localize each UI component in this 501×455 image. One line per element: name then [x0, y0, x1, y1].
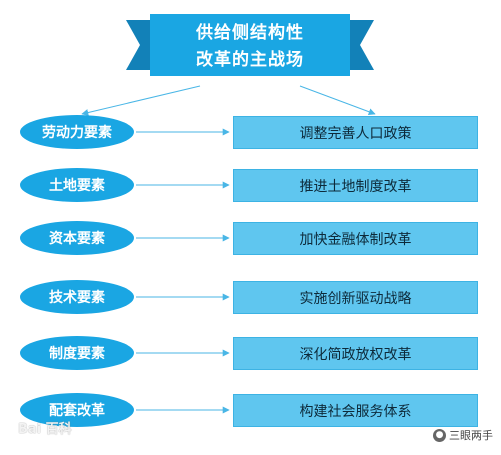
banner-title: 供给侧结构性 改革的主战场 — [160, 20, 340, 74]
banner-arrow-right — [299, 85, 376, 116]
banner-arrow-left — [81, 85, 201, 116]
watermark-author-text: 三眼两手 — [449, 429, 493, 442]
factor-supporting-reform: 配套改革 — [20, 393, 134, 427]
title-banner — [126, 14, 374, 76]
wechat-icon: ● — [433, 428, 446, 442]
factor-institution: 制度要素 — [20, 336, 134, 370]
banner-title-line-1: 供给侧结构性 — [196, 23, 304, 43]
reform-social-service: 构建社会服务体系 — [233, 394, 478, 427]
banner-title-line-2: 改革的主战场 — [196, 50, 304, 70]
factor-labor: 劳动力要素 — [20, 115, 134, 149]
watermark-author: ● 三眼两手 — [433, 427, 493, 443]
factor-technology: 技术要素 — [20, 280, 134, 314]
reform-financial-system: 加快金融体制改革 — [233, 222, 478, 255]
reform-streamline-administration: 深化简政放权改革 — [233, 337, 478, 370]
factor-capital: 资本要素 — [20, 221, 134, 255]
factor-land: 土地要素 — [20, 168, 134, 202]
banner-main — [150, 14, 350, 76]
watermark-baike: Bai 百科 — [18, 422, 72, 437]
reform-innovation-strategy: 实施创新驱动战略 — [233, 281, 478, 314]
reform-population-policy: 调整完善人口政策 — [233, 116, 478, 149]
reform-land-system: 推进土地制度改革 — [233, 169, 478, 202]
